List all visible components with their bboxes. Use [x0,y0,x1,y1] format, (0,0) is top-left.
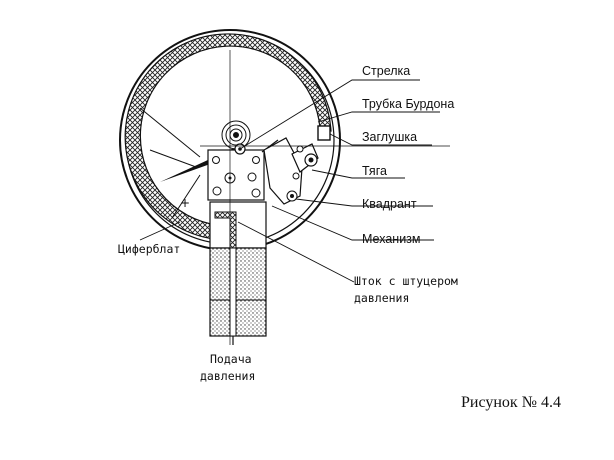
hairspring-coil [221,120,251,150]
supply-label-line1: Подача [210,352,252,366]
stem-label-line2: давления [354,291,410,305]
figure-caption: Рисунок № 4.4 [461,394,561,411]
plug-label: Заглушка [362,130,418,144]
rod-shape [291,143,319,173]
svg-text:+: + [180,196,190,210]
mechanism-label: Механизм [362,232,421,246]
threaded-fitting [209,247,267,345]
plug-shape [317,125,331,141]
supply-label-line2: давления [200,369,256,383]
rod-label: Тяга [362,164,387,178]
centre-lines [200,50,450,345]
bourdon-tube-label: Трубка Бурдона [362,97,455,111]
stem-label-line1: Шток с штуцером [354,274,458,288]
bourdon-tube-shape [124,33,332,241]
quadrant-label: Квадрант [362,197,417,211]
dial-label: Циферблат [118,242,181,256]
needle-label: Стрелка [362,64,411,78]
leader-lines [139,79,440,283]
dial-sector: + [139,107,201,219]
